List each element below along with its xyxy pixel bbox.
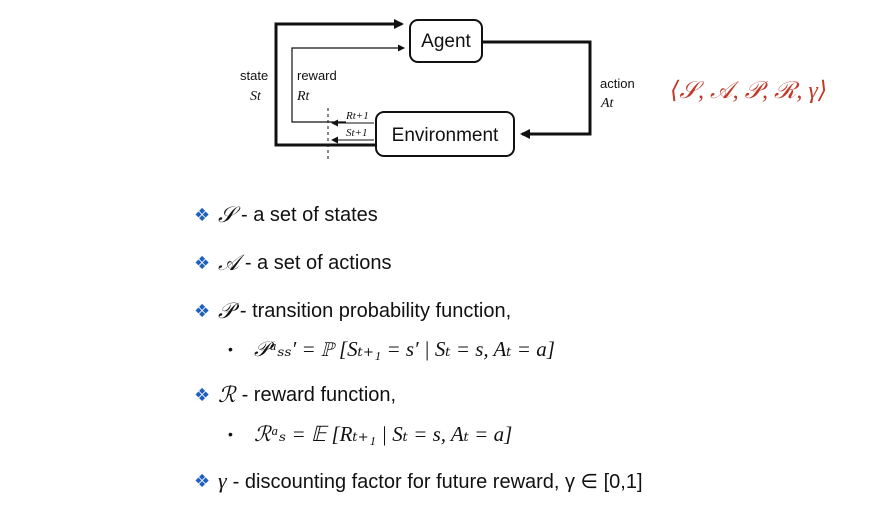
reward-equation-row: • ℛᵃₛ = 𝔼 [Rₜ₊₁ | Sₜ = s, Aₜ = a]: [228, 418, 512, 450]
diamond-bullet-icon: ❖: [194, 470, 211, 491]
environment-label: Environment: [392, 125, 499, 146]
bullet-symbol: ℛ: [218, 382, 236, 407]
action-symbol: At: [600, 96, 615, 111]
bullet-actions: ❖ 𝒜 - a set of actions: [194, 248, 392, 278]
bullet-text: - a set of states: [241, 203, 378, 226]
sub-bullet-dot: •: [228, 341, 233, 357]
bullet-symbol: 𝒜: [218, 250, 239, 275]
diamond-bullet-icon: ❖: [194, 204, 211, 225]
next-reward-symbol: Rt+1: [345, 110, 369, 122]
diamond-bullet-icon: ❖: [194, 300, 211, 321]
state-arrow: [274, 19, 404, 147]
bullet-discount: ❖ γ - discounting factor for future rewa…: [194, 466, 643, 496]
environment-box: [375, 111, 515, 157]
bullet-symbol: 𝒫: [218, 298, 234, 323]
state-symbol: St: [250, 89, 262, 104]
action-label: action: [600, 76, 635, 91]
state-label: state: [240, 68, 268, 83]
mdp-tuple: ⟨𝒮, 𝒜, 𝒫, ℛ, γ⟩: [670, 78, 828, 104]
bullet-states: ❖ 𝒮 - a set of states: [194, 200, 378, 230]
bullet-text: - a set of actions: [244, 251, 392, 274]
agent-label: Agent: [421, 31, 471, 52]
transition-equation: 𝒫ᵃₛₛ′ = ℙ [Sₜ₊₁ = s′ | Sₜ = s, Aₜ = a]: [254, 336, 555, 361]
next-state-symbol: St+1: [346, 127, 367, 139]
agent-environment-diagram: Agent Environment state St reward Rt act…: [240, 19, 635, 160]
action-arrow: [482, 40, 592, 139]
bullet-text: - transition probability function,: [239, 299, 512, 322]
reward-symbol: Rt: [296, 89, 311, 104]
diamond-bullet-icon: ❖: [194, 384, 211, 405]
transition-equation-row: • 𝒫ᵃₛₛ′ = ℙ [Sₜ₊₁ = s′ | Sₜ = s, Aₜ = a]: [228, 333, 555, 365]
bullet-text: - reward function,: [241, 383, 397, 406]
sub-bullet-dot: •: [228, 426, 233, 442]
diamond-bullet-icon: ❖: [194, 252, 211, 273]
bullet-transition: ❖ 𝒫 - transition probability function,: [194, 296, 511, 326]
bullet-reward: ❖ ℛ - reward function,: [194, 380, 396, 410]
reward-label: reward: [297, 68, 337, 83]
bullet-symbol: 𝒮: [218, 202, 236, 227]
reward-equation: ℛᵃₛ = 𝔼 [Rₜ₊₁ | Sₜ = s, Aₜ = a]: [254, 421, 513, 446]
bullet-symbol: γ: [218, 468, 227, 493]
reward-arrow: [291, 44, 405, 123]
bullet-text: - discounting factor for future reward, …: [232, 470, 643, 493]
